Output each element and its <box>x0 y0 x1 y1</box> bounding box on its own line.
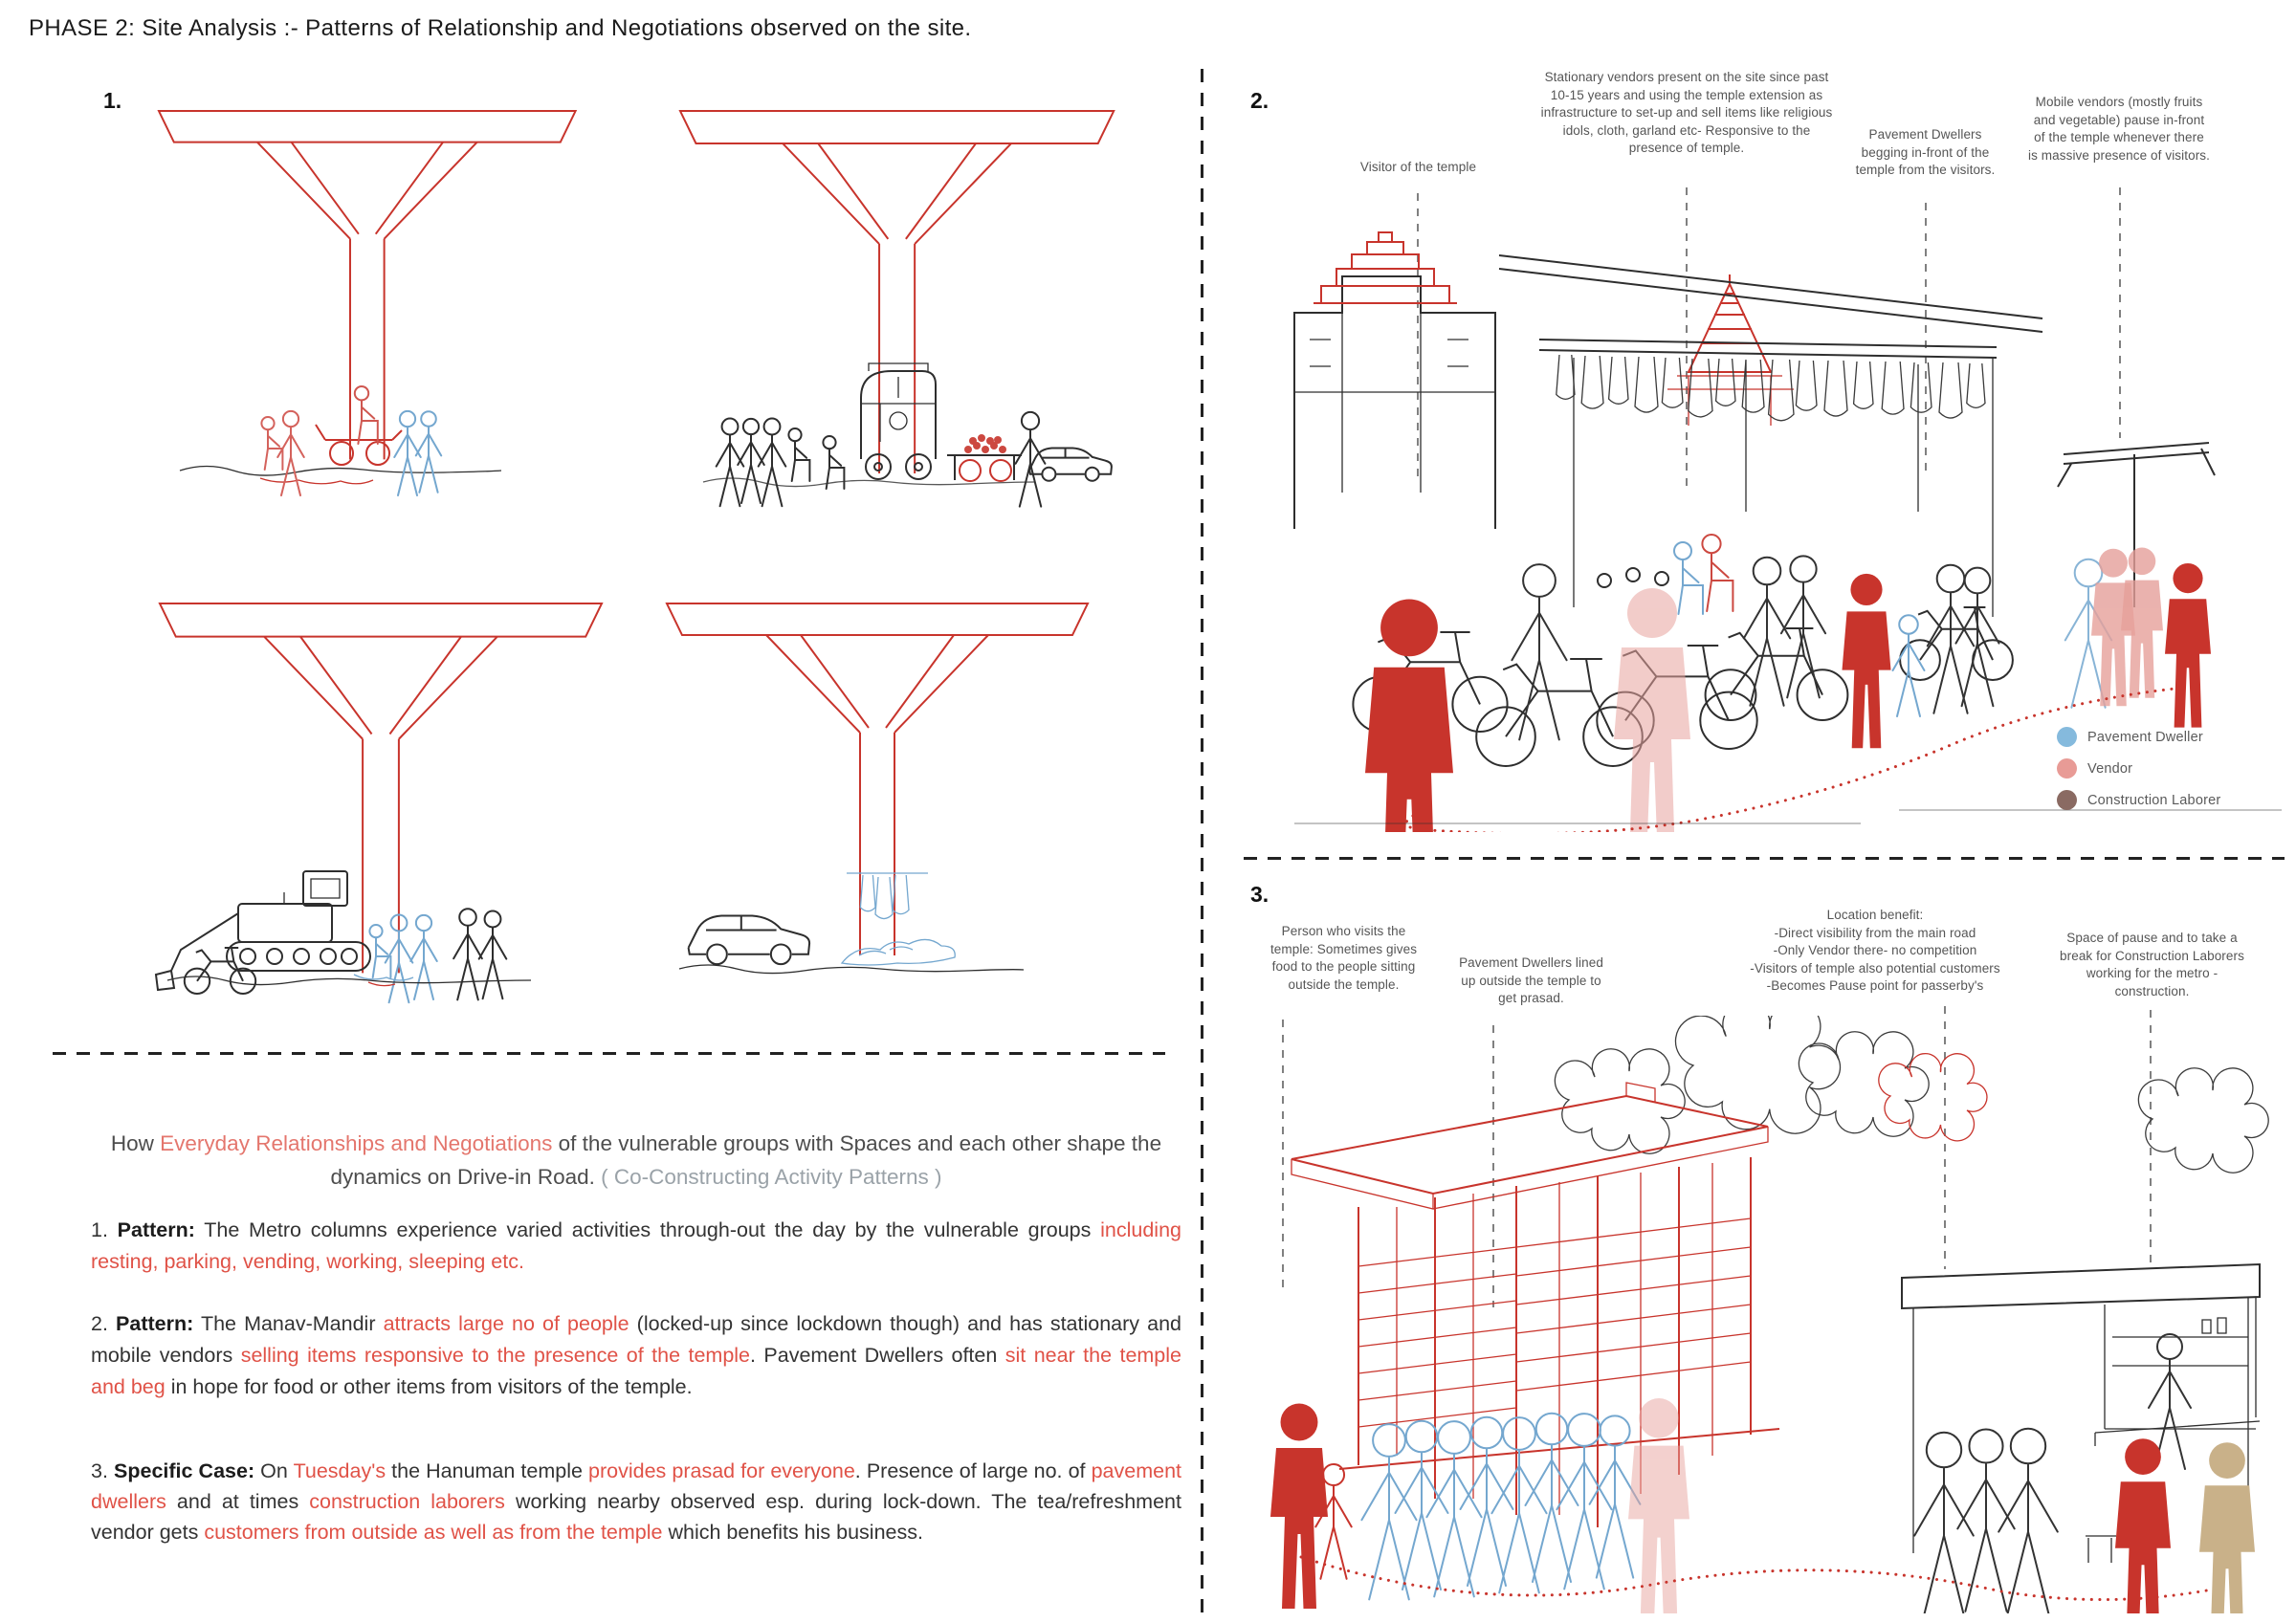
left-horizontal-dashed-divider <box>53 1052 1165 1055</box>
annotation-person-gives-food: Person who visits the temple: Sometimes … <box>1269 924 1418 992</box>
mobile-vendor-cart-drawing <box>2057 442 2216 607</box>
leader-line-person <box>1282 1020 1284 1292</box>
page-title: PHASE 2: Site Analysis :- Patterns of Re… <box>29 15 972 41</box>
leader-line-space-of-pause <box>2150 1010 2152 1263</box>
drawing-temple-prasad-scene <box>1270 1016 2270 1613</box>
sketch-column-sleeping <box>666 603 1089 975</box>
metro-column-drawing <box>158 602 604 975</box>
temple-shikhara-drawing <box>1688 274 1772 373</box>
pavement-dweller-figure-drawing <box>1672 540 1705 616</box>
leader-line-begging <box>1925 203 1927 476</box>
visitor-figure-drawing <box>1365 599 1453 832</box>
legend: Pavement Dweller Vendor Construction Lab… <box>2057 727 2220 822</box>
movement-path-drawing <box>1299 1555 2214 1602</box>
hand-cart-drawing <box>315 424 403 466</box>
right-horizontal-dashed-divider <box>1244 857 2285 860</box>
fruit-cart-drawing <box>947 434 1022 482</box>
construction-laborer-figure-drawing <box>2199 1442 2255 1613</box>
annotation-pavement-dwellers-begging: Pavement Dwellers begging in-front of th… <box>1855 127 1996 177</box>
metro-column-drawing <box>666 603 1089 956</box>
intro-red-phrase: Everyday Relationships and Negotiations <box>160 1131 553 1155</box>
auto-rickshaw-drawing <box>860 362 937 480</box>
section-1-label: 1. <box>103 88 122 113</box>
intro-plain-2: of the vulnerable groups with Spaces and… <box>330 1131 1162 1189</box>
legend-item-pavement-dweller: Pavement Dweller <box>2057 727 2220 747</box>
vendor-swatch <box>2057 758 2077 779</box>
annotation-space-of-pause: Space of pause and to take a break for C… <box>2060 931 2244 998</box>
sketch-column-vending-parking <box>678 109 1115 508</box>
trees-drawing <box>1554 1016 2270 1174</box>
awning-drawing <box>1498 254 2043 359</box>
annotation-mobile-vendors: Mobile vendors (mostly fruits and vegeta… <box>2028 95 2211 163</box>
intro-paren-note: ( Co-Constructing Activity Patterns ) <box>601 1165 942 1189</box>
leader-line-mobile <box>2119 187 2121 438</box>
annotation-stationary-vendors: Stationary vendors present on the site s… <box>1540 70 1833 155</box>
vertical-dashed-divider <box>1201 69 1203 1614</box>
section-2-label: 2. <box>1250 88 1269 113</box>
tea-stall-drawing <box>1901 1262 2261 1563</box>
sketch-column-construction <box>154 602 604 1004</box>
sketch-column-resting <box>158 110 577 497</box>
paragraph-specific-case: 3. Specific Case: On Tuesday's the Hanum… <box>91 1459 1182 1544</box>
leader-line-stationary <box>1686 187 1688 492</box>
metro-column-drawing <box>678 109 1115 475</box>
legend-item-vendor: Vendor <box>2057 758 2220 779</box>
paragraph-pattern-1: 1. Pattern: The Metro columns experience… <box>91 1218 1181 1273</box>
annotation-dwellers-lined-up: Pavement Dwellers lined up outside the t… <box>1459 955 1603 1005</box>
leader-line-location-benefit <box>1944 1006 1946 1269</box>
leader-line-visitor <box>1417 193 1419 480</box>
visitor-figure-drawing <box>1270 1403 1328 1609</box>
legend-item-construction-laborer: Construction Laborer <box>2057 790 2220 810</box>
excavator-drawing <box>154 870 371 992</box>
construction-laborer-swatch <box>2057 790 2077 810</box>
vendor-figure-drawing <box>1628 1398 1689 1613</box>
legend-label: Pavement Dweller <box>2087 729 2203 745</box>
annotation-location-benefit: Location benefit: -Direct visibility fro… <box>1750 908 2000 993</box>
metro-column-drawing <box>158 110 577 461</box>
intro-plain: How <box>110 1131 161 1155</box>
car-drawing <box>687 914 811 966</box>
vendor-figure-drawing <box>1614 588 1690 832</box>
legend-label: Construction Laborer <box>2087 792 2221 808</box>
legend-label: Vendor <box>2087 760 2133 777</box>
hanuman-temple-drawing <box>1291 1082 1780 1527</box>
pavement-dweller-swatch <box>2057 727 2077 747</box>
car-drawing <box>1028 447 1113 482</box>
movement-path-drawing <box>1404 686 2186 832</box>
drawing-temple-street-scene <box>1293 231 2282 832</box>
temple-tower-drawing <box>1313 231 1458 304</box>
annotation-visitor: Visitor of the temple <box>1359 160 1477 174</box>
section-3-label: 3. <box>1250 882 1269 907</box>
sleeping-pile-drawing <box>840 938 956 966</box>
intro-text: How Everyday Relationships and Negotiati… <box>86 1127 1186 1194</box>
buildings-drawing <box>1293 275 1496 529</box>
paragraph-pattern-2: 2. Pattern: The Manav-Mandir attracts la… <box>91 1312 1181 1398</box>
leader-line-lined-up <box>1492 1025 1494 1307</box>
